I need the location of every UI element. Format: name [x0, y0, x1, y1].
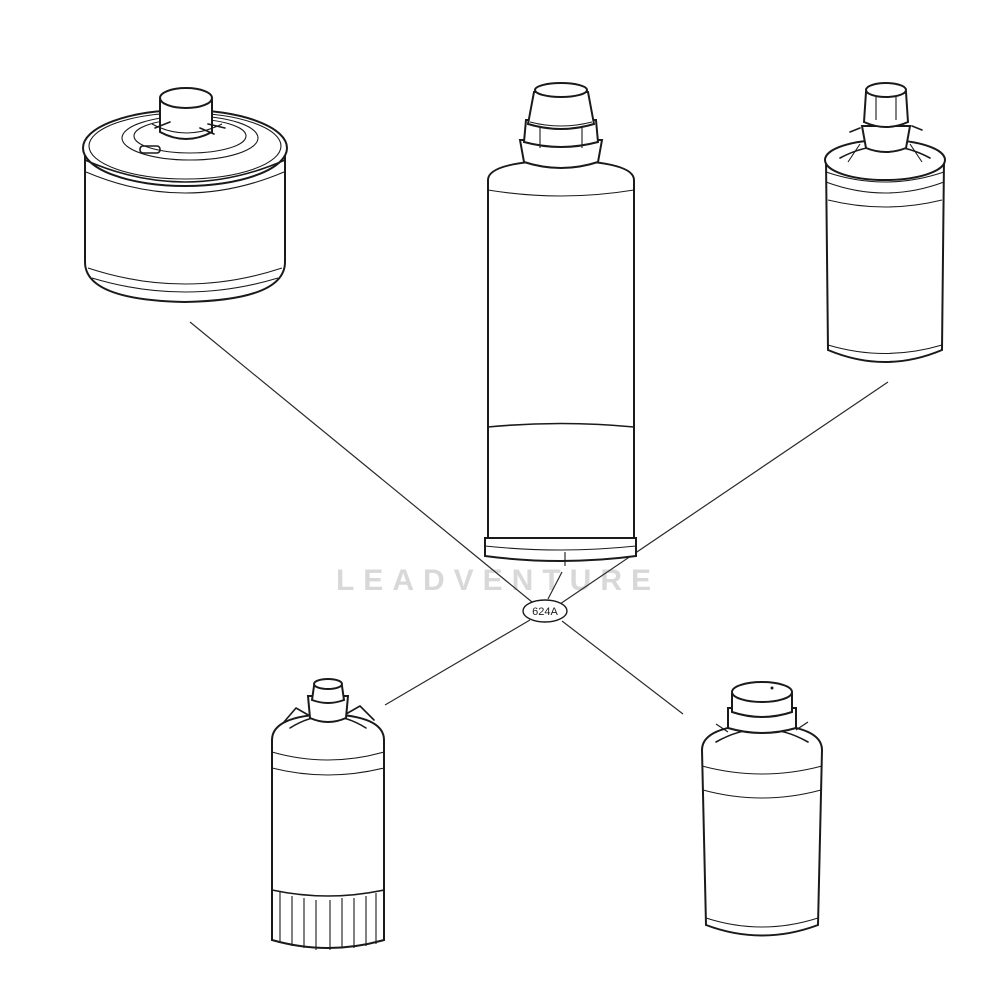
leader-line-center [547, 571, 563, 600]
hub-label: 624A [532, 606, 558, 618]
cartridge-bottom-right [700, 681, 824, 937]
cartridge-bottom-left [271, 678, 385, 950]
cartridge-center-tall [484, 82, 637, 566]
leader-line-bottom-left [384, 619, 531, 706]
watermark-text: LEADVENTURE [336, 564, 660, 597]
leader-lines [189, 321, 889, 715]
hub-callout: 624A [522, 599, 568, 623]
leader-line-bottom-right [561, 620, 684, 715]
cartridge-center-body [487, 158, 635, 541]
leader-line-top-right [559, 381, 889, 605]
leader-line-top-left [189, 321, 533, 603]
cartridge-bottom-left-body [271, 712, 385, 949]
cartridge-top-right [824, 82, 946, 363]
cartridge-top-left [82, 87, 288, 304]
cartridge-bottom-right-body [700, 722, 824, 937]
cartridge-top-right-body [824, 159, 946, 363]
hub-ellipse [522, 599, 568, 623]
